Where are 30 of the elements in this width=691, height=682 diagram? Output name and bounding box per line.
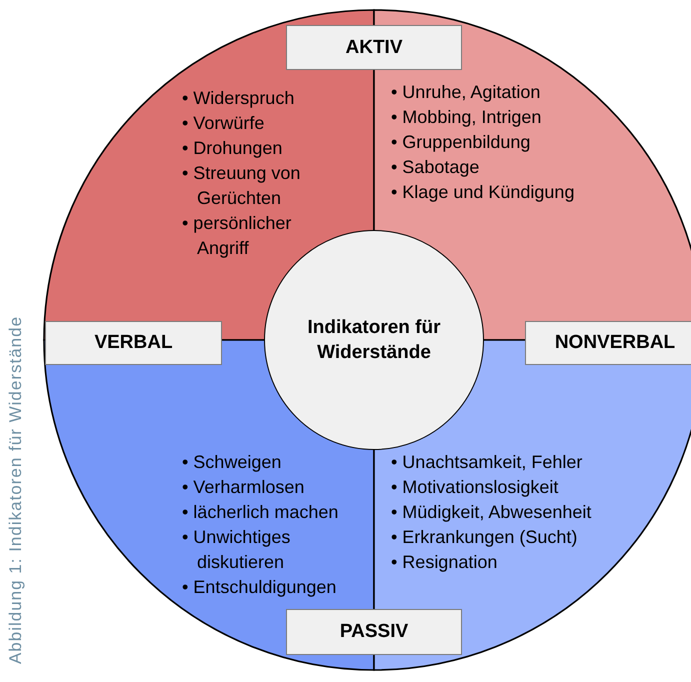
category-label: PASSIV <box>340 621 408 643</box>
list-item: • Mobbing, Intrigen <box>391 106 542 129</box>
list-item: • Unruhe, Agitation <box>391 81 542 104</box>
list-item: • persönlicher Angriff <box>182 212 292 260</box>
list-item: • Motivationslosigkeit <box>391 476 560 499</box>
list-item: • Vorwürfe <box>182 112 266 135</box>
category-box <box>525 321 691 365</box>
list-item: • Sabotage <box>391 156 480 179</box>
list-item: • Unachtsamkeit, Fehler <box>391 451 584 474</box>
figure-caption: Abbildung 1: Indikatoren für Widerstände <box>6 316 26 664</box>
list-item: • Müdigkeit, Abwesenheit <box>391 501 592 524</box>
list-item: • Entschuldigungen <box>182 576 338 599</box>
list-item: • Unwichtiges diskutieren <box>182 526 292 574</box>
category-box <box>286 25 462 70</box>
category-box <box>45 321 222 365</box>
list-item: • Gruppenbildung <box>391 131 532 154</box>
category-label: VERBAL <box>94 332 173 354</box>
category-label: NONVERBAL <box>554 332 676 354</box>
list-item: • Drohungen <box>182 137 284 160</box>
category-box <box>286 609 462 655</box>
list-item: • Streuung von Gerüchten <box>182 162 302 210</box>
list-item: • Resignation <box>391 551 498 574</box>
list-item: • lächerlich machen <box>182 501 340 524</box>
center-title: Indikatoren für Widerstände <box>306 316 442 365</box>
list-item: • Verharmlosen <box>182 476 306 499</box>
category-label: AKTIV <box>346 36 402 58</box>
list-item: • Klage und Kündigung <box>391 181 576 204</box>
list-item: • Erkrankungen (Sucht) <box>391 526 578 549</box>
list-item: • Widerspruch <box>182 87 296 110</box>
list-item: • Schweigen <box>182 451 282 474</box>
